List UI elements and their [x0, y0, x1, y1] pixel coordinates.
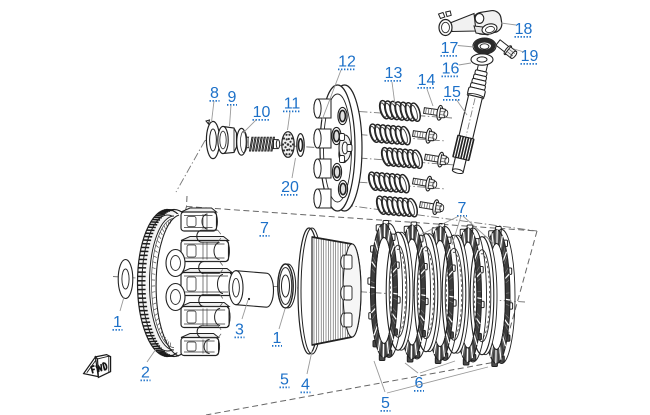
svg-text:1: 1 — [273, 330, 282, 347]
svg-text:6: 6 — [415, 375, 424, 392]
svg-text:11: 11 — [284, 96, 301, 113]
svg-text:8: 8 — [210, 85, 219, 102]
svg-text:10: 10 — [253, 104, 271, 121]
svg-text:5: 5 — [280, 372, 289, 389]
svg-text:16: 16 — [442, 61, 460, 78]
svg-text:17: 17 — [441, 40, 459, 57]
svg-text:13: 13 — [385, 65, 403, 82]
svg-text:12: 12 — [338, 54, 356, 71]
svg-text:3: 3 — [235, 322, 244, 339]
svg-text:2: 2 — [141, 365, 150, 382]
svg-text:15: 15 — [443, 84, 461, 101]
svg-text:18: 18 — [515, 21, 533, 38]
svg-text:4: 4 — [301, 377, 310, 394]
svg-text:14: 14 — [418, 72, 436, 89]
svg-text:20: 20 — [281, 179, 299, 196]
svg-text:7: 7 — [260, 220, 269, 237]
svg-text:5: 5 — [381, 395, 390, 412]
svg-text:7: 7 — [458, 200, 467, 217]
svg-text:19: 19 — [521, 48, 539, 65]
svg-text:9: 9 — [228, 89, 237, 106]
svg-text:1: 1 — [113, 314, 122, 331]
